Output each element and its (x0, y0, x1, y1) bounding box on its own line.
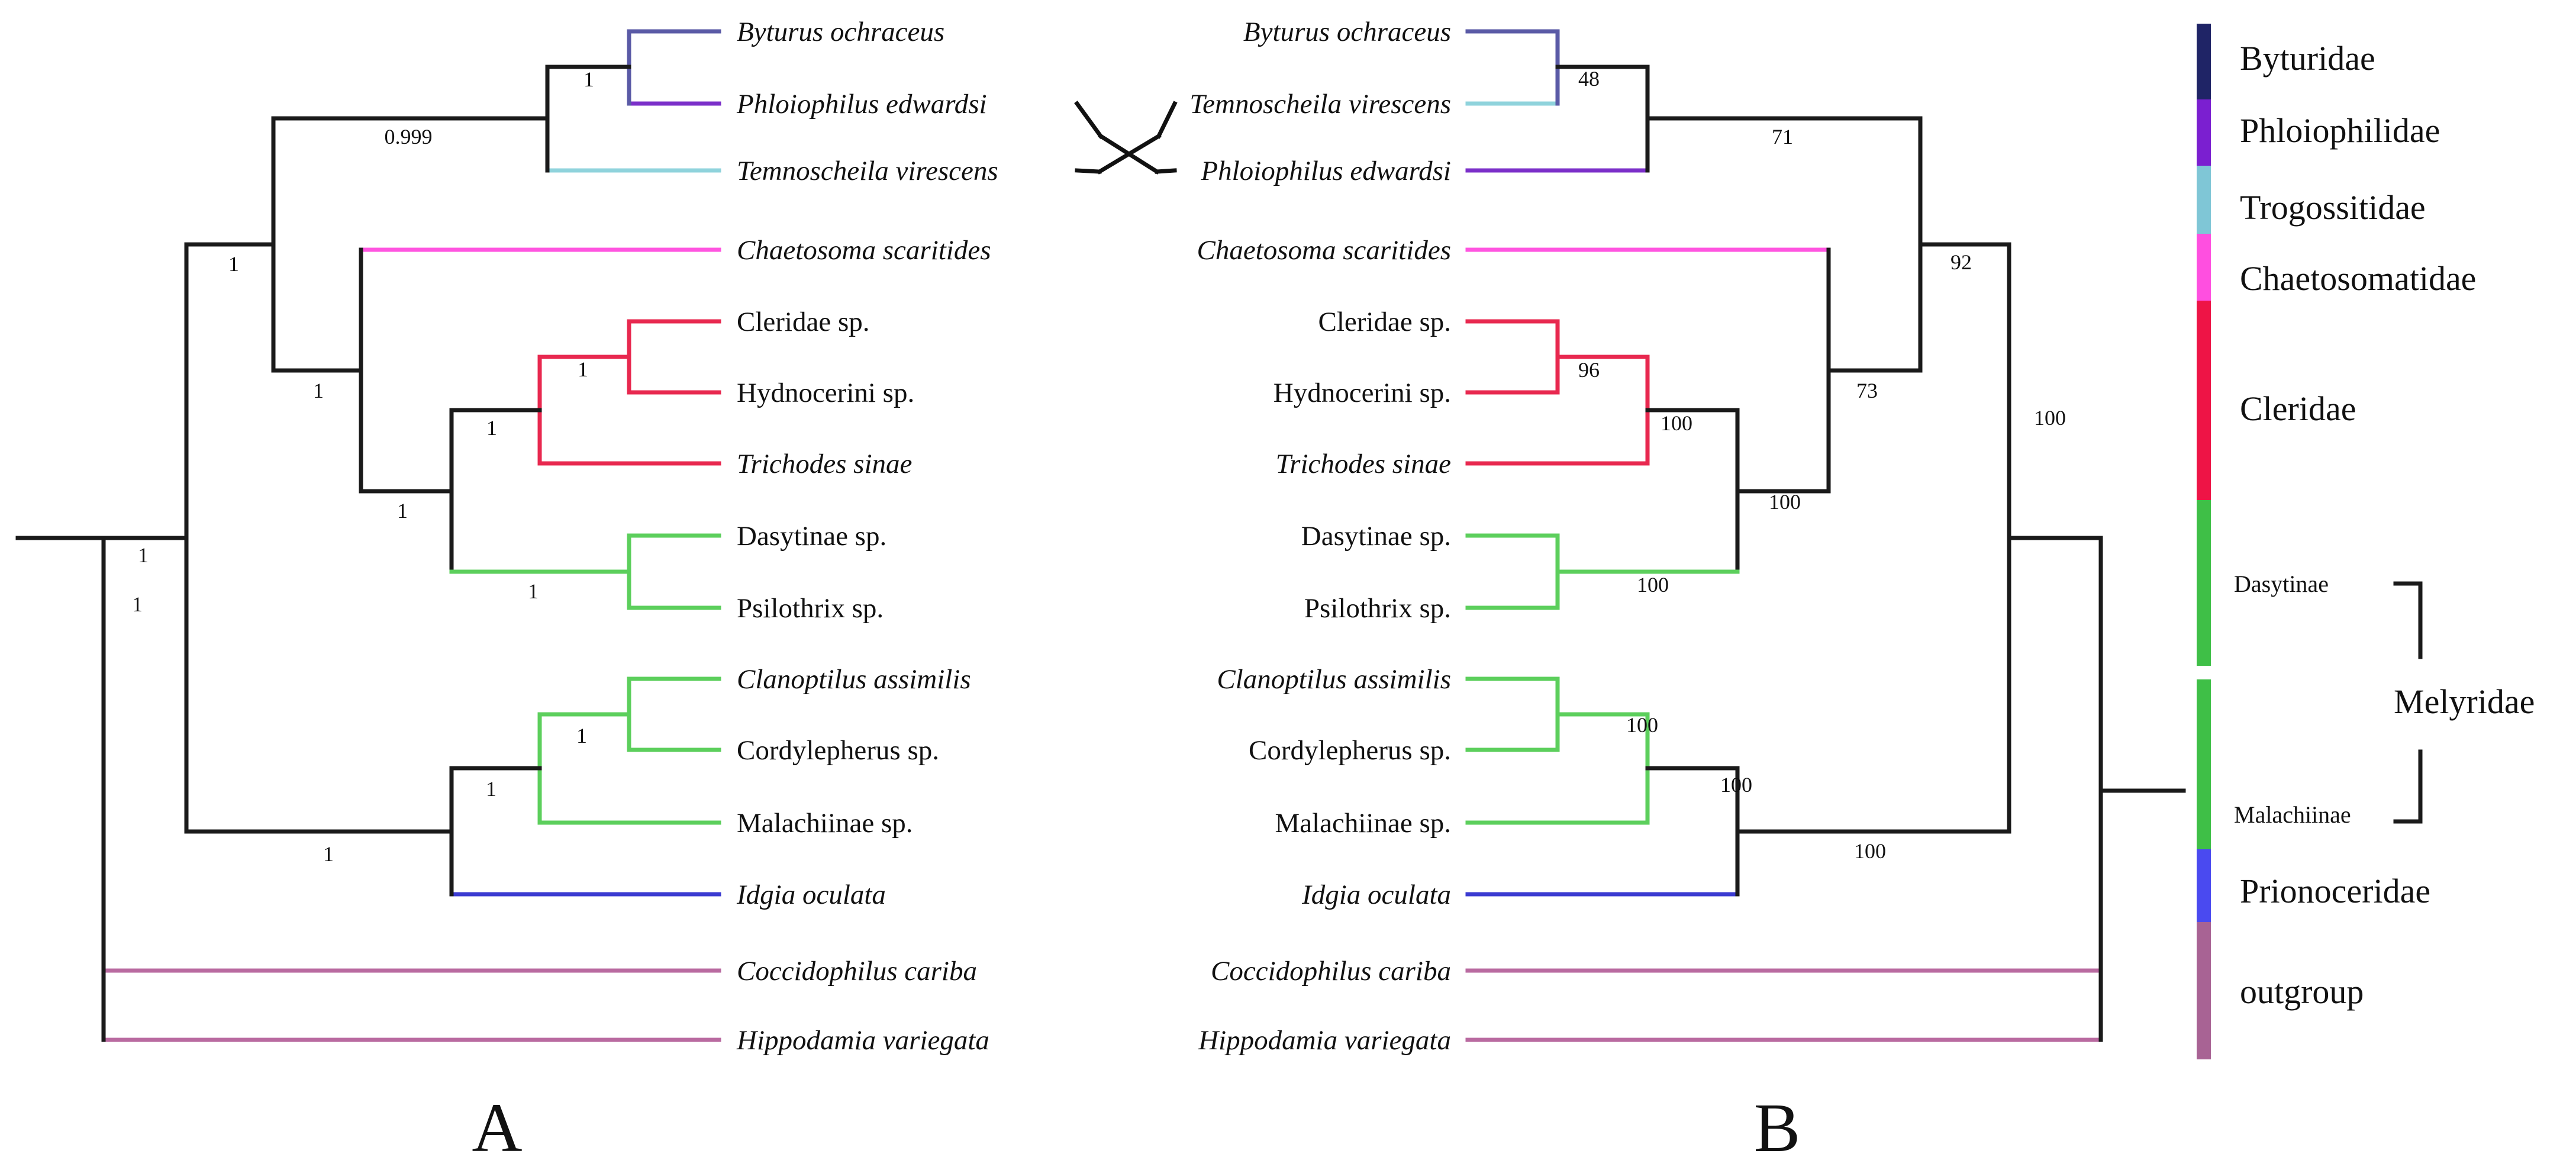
tree-b-support-value: 100 (2034, 406, 2066, 430)
tree-b-support-value: 100 (1854, 839, 1886, 863)
family-label: Phloiophilidae (2240, 111, 2440, 150)
conflict-cross-line (1156, 101, 1178, 139)
tree-b-support-value: 48 (1578, 67, 1600, 91)
tree-b-support-value: 100 (1637, 573, 1669, 597)
tree-b-taxon-label: Trichodes sinae (1276, 449, 1451, 479)
conflict-cross-line (1074, 101, 1104, 139)
tree-b-support-value: 71 (1772, 125, 1793, 149)
tree-b-taxon-label: Coccidophilus cariba (1211, 956, 1451, 987)
family-color-bar-segment (2197, 849, 2211, 922)
conflict-cross-line (1097, 133, 1162, 175)
tree-a-taxon-label: Phloiophilus edwardsi (736, 89, 987, 120)
tree-b-taxon-label: Hippodamia variegata (1198, 1025, 1451, 1056)
family-color-bar-segment (2197, 234, 2211, 301)
tree-a-support-value: 1 (313, 379, 324, 402)
family-label: Cleridae (2240, 389, 2356, 428)
tree-b-taxon-label: Malachiinae sp. (1275, 808, 1451, 839)
tree-a-support-value: 1 (132, 592, 143, 616)
tree-b-support-value: 100 (1626, 713, 1658, 737)
tree-b-taxon-label: Idgia oculata (1301, 879, 1451, 910)
tree-a-taxon-label: Hippodamia variegata (736, 1025, 989, 1056)
family-label: Malachiinae (2234, 801, 2351, 828)
tree-a-taxon-label: Trichodes sinae (737, 449, 912, 479)
family-label: Byturidae (2240, 39, 2375, 78)
family-color-bar-segment (2197, 166, 2211, 234)
tree-a-support-value: 1 (578, 357, 588, 381)
tree-b-support-value: 73 (1856, 379, 1878, 402)
tree-b-support-value: 100 (1720, 773, 1752, 797)
tree-b-support-value: 100 (1769, 490, 1801, 514)
tree-a-support-value: 1 (228, 252, 239, 276)
tree-b-support-value: 92 (1950, 250, 1972, 274)
tree-a-support-value: 1 (138, 543, 149, 567)
family-label: Trogossitidae (2240, 188, 2426, 227)
tree-a-support-value: 0.999 (385, 125, 433, 149)
tree-b-taxon-label: Chaetosoma scaritides (1197, 235, 1451, 266)
panel-label-b: B (1754, 1089, 1801, 1166)
family-color-bar-segment (2197, 922, 2211, 1059)
tree-b-taxon-label: Phloiophilus edwardsi (1200, 156, 1451, 186)
family-color-bar-segment (2197, 500, 2211, 666)
tree-a-taxon-label: Clanoptilus assimilis (737, 664, 971, 695)
family-color-bar-segment (2197, 24, 2211, 99)
tree-a-taxon-label: Temnoscheila virescens (737, 156, 998, 186)
tree-a-taxon-label: Hydnocerini sp. (737, 378, 914, 408)
tree-b-taxon-label: Hydnocerini sp. (1274, 378, 1451, 408)
tree-b-taxon-label: Cordylepherus sp. (1249, 735, 1451, 766)
tree-a-taxon-label: Malachiinae sp. (737, 808, 913, 839)
tree-a-support-value: 1 (397, 499, 408, 523)
tree-b-taxon-label: Psilothrix sp. (1304, 593, 1451, 624)
family-label: outgroup (2240, 972, 2364, 1011)
tree-b-taxon-label: Temnoscheila virescens (1189, 89, 1451, 120)
tree-a-taxon-label: Psilothrix sp. (737, 593, 884, 624)
tree-a-taxon-label: Idgia oculata (736, 879, 886, 910)
melyridae-label: Melyridae (2394, 682, 2535, 721)
conflict-cross-line (1075, 168, 1102, 174)
tree-a-support-value: 1 (486, 416, 497, 440)
tree-a-taxon-label: Dasytinae sp. (737, 521, 886, 552)
tree-b-taxon-label: Cleridae sp. (1318, 307, 1452, 337)
family-label: Prionoceridae (2240, 872, 2430, 910)
tree-b-support-value: 100 (1661, 411, 1692, 435)
tree-a-taxon-label: Cordylepherus sp. (737, 735, 939, 766)
family-label: Dasytinae (2234, 571, 2329, 597)
family-color-bar-segment (2197, 301, 2211, 500)
conflict-cross-line (1155, 168, 1177, 174)
tree-a-taxon-label: Cleridae sp. (737, 307, 870, 337)
tree-a-support-value: 1 (583, 67, 594, 91)
tree-a-support-value: 1 (323, 842, 334, 866)
tree-b-taxon-label: Dasytinae sp. (1301, 521, 1451, 552)
tree-a-taxon-label: Byturus ochraceus (737, 17, 944, 47)
tree-a-taxon-label: Chaetosoma scaritides (737, 235, 991, 266)
tree-b-taxon-label: Byturus ochraceus (1243, 17, 1451, 47)
family-color-bar-segment (2197, 679, 2211, 849)
tree-b-taxon-label: Clanoptilus assimilis (1217, 664, 1451, 695)
tree-a-taxon-label: Coccidophilus cariba (737, 956, 977, 987)
family-color-bar-segment (2197, 99, 2211, 166)
family-label: Chaetosomatidae (2240, 259, 2476, 298)
tree-b-support-value: 96 (1578, 358, 1600, 382)
tree-a-support-value: 1 (528, 579, 539, 603)
tree-a-support-value: 1 (576, 724, 587, 747)
panel-label-a: A (472, 1089, 522, 1166)
tree-a-support-value: 1 (486, 777, 496, 801)
